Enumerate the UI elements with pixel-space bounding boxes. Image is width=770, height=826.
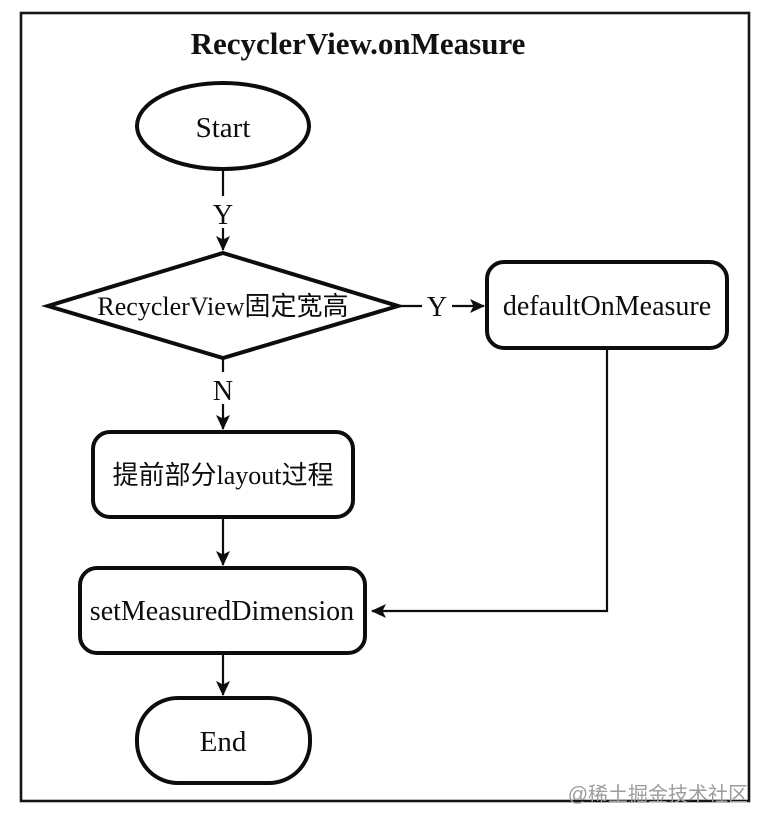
start-node: Start [135, 81, 311, 171]
decision-node-label: RecyclerView固定宽高 [97, 292, 348, 321]
start-node-label: Start [196, 112, 251, 144]
default-on-measure-rect [485, 260, 729, 350]
default-on-measure-label: defaultOnMeasure [503, 291, 711, 322]
pre-layout-label: 提前部分layout过程 [113, 461, 334, 490]
end-stadium [135, 696, 312, 785]
edge-label-start-y: Y [213, 200, 233, 231]
set-measured-dimension-node: setMeasuredDimension [78, 566, 367, 655]
edge-label-bg [422, 290, 452, 322]
pre-layout-rect [91, 430, 355, 519]
edge-label-decision-n: N [213, 376, 233, 407]
set-measured-dimension-label: setMeasuredDimension [90, 596, 354, 627]
diagram-title: RecyclerView.onMeasure [191, 26, 526, 61]
edge-label-bg [208, 196, 238, 228]
decision-diamond [41, 250, 405, 361]
default-on-measure-node: defaultOnMeasure [485, 260, 729, 350]
end-node-label: End [200, 726, 247, 758]
decision-node: RecyclerView固定宽高 [41, 250, 405, 361]
edges: Y Y N [207, 168, 609, 696]
pre-layout-node: 提前部分layout过程 [91, 430, 355, 519]
watermark: @稀土掘金技术社区 [568, 783, 748, 806]
end-node: End [135, 696, 312, 785]
set-measured-dimension-rect [78, 566, 367, 655]
edge-default-to-setmeasured [371, 348, 609, 618]
start-ellipse [135, 81, 311, 171]
diagram-frame [19, 11, 751, 803]
edge-label-decision-y: Y [427, 292, 447, 323]
edge-label-bg [207, 372, 239, 404]
